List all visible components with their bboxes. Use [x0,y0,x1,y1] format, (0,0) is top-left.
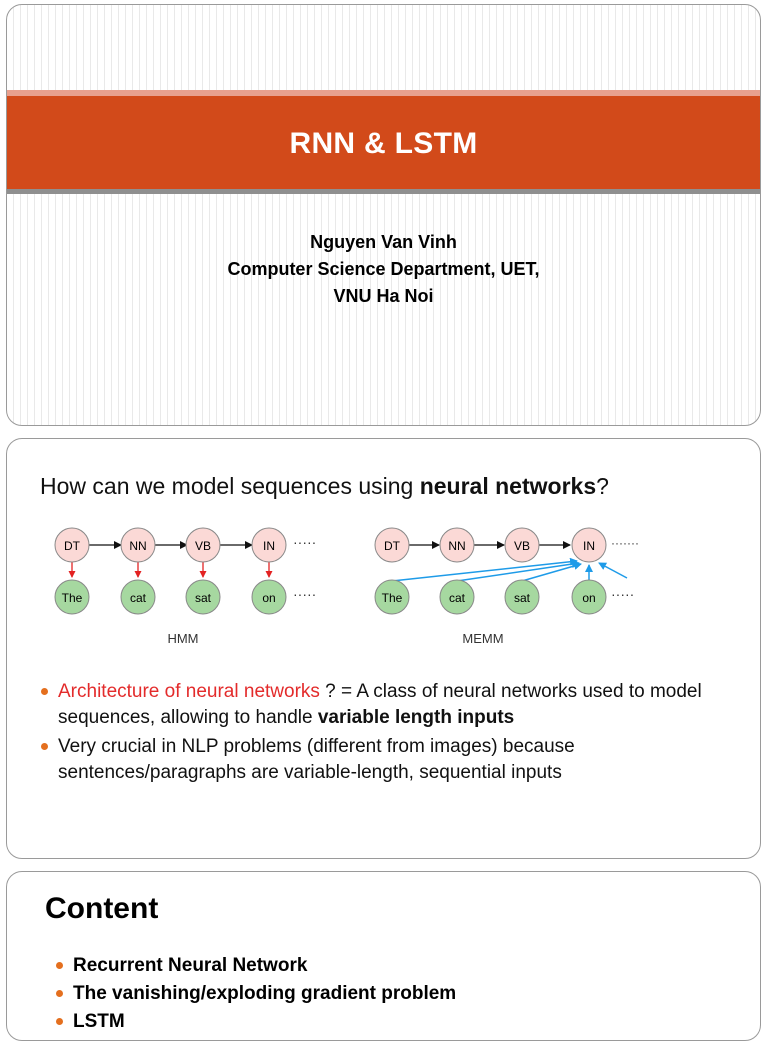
word-node: on [571,579,607,615]
word-label: The [62,591,83,605]
tag-node: IN [571,527,607,563]
word-node: on [251,579,287,615]
bullet-item: Architecture of neural networks ? = A cl… [41,679,730,731]
question-bold: neural networks [419,473,597,499]
tag-node: DT [54,527,90,563]
content-list: Recurrent Neural Network The vanishing/e… [56,952,456,1036]
hmm-diagram: DT NN VB IN The cat sat on ····· ····· H… [54,527,316,646]
tag-label: VB [514,539,530,553]
author-department: Computer Science Department, UET, [227,259,540,279]
word-node: The [374,579,410,615]
question-suffix: ? [596,473,609,499]
tag-node: VB [185,527,221,563]
tag-label: DT [64,539,81,553]
sequence-models-slide: How can we model sequences using neural … [6,438,761,859]
word-label: cat [449,591,466,605]
content-item: Recurrent Neural Network [56,952,456,980]
content-item: LSTM [56,1008,456,1036]
word-node: cat [439,579,475,615]
feature-arrow [391,557,578,582]
tag-node: NN [120,527,156,563]
memm-word-ellipsis: ····· [611,586,634,602]
author-name: Nguyen Van Vinh [310,232,457,252]
tag-label: NN [129,539,146,553]
word-label: sat [514,591,531,605]
bullet-item: Very crucial in NLP problems (different … [41,734,730,786]
hmm-word-ellipsis: ····· [293,586,316,602]
feature-arrow [521,562,582,582]
content-title: Content [45,892,159,925]
content-slide: Content Recurrent Neural Network The van… [6,871,761,1041]
slide-question: How can we model sequences using neural … [40,473,609,500]
bullet-text: ? = A class of neural networks used to m… [58,681,702,728]
tag-label: IN [583,539,595,553]
bullet-list: Architecture of neural networks ? = A cl… [41,679,730,789]
word-node: The [54,579,90,615]
tag-node: VB [504,527,540,563]
hmm-label: HMM [167,631,198,646]
author-university: VNU Ha Noi [333,286,434,306]
question-prefix: How can we model sequences using [40,473,420,499]
slide-title: RNN & LSTM [289,127,478,160]
word-node: sat [504,579,540,615]
title-bar [7,90,760,194]
tag-node: NN [439,527,475,563]
feature-arrow [456,560,580,582]
bullet-bold-text: variable length inputs [317,707,515,728]
memm-diagram: DT NN VB IN The cat sat on ······· ·····… [374,527,639,646]
tag-node: DT [374,527,410,563]
word-label: The [382,591,403,605]
hmm-tag-ellipsis: ····· [293,534,316,550]
tag-label: DT [384,539,401,553]
word-label: on [262,591,275,605]
tag-label: VB [195,539,211,553]
word-node: cat [120,579,156,615]
hmm-memm-diagram: DT NN VB IN The cat sat on ····· ····· H… [54,527,639,646]
tag-label: IN [263,539,275,553]
title-slide: RNN & LSTM Nguyen Van Vinh Computer Scie… [6,4,761,426]
word-label: sat [195,591,212,605]
memm-label: MEMM [462,631,503,646]
feature-arrow [598,562,628,579]
memm-tag-ellipsis: ······· [611,536,639,550]
word-node: sat [185,579,221,615]
bullet-text: Very crucial in NLP problems (different … [58,736,575,783]
author-block: Nguyen Van Vinh Computer Science Departm… [7,229,760,310]
bullet-red-text: Architecture of neural networks [58,681,320,702]
word-label: on [582,591,595,605]
tag-node: IN [251,527,287,563]
word-label: cat [130,591,147,605]
tag-label: NN [448,539,465,553]
content-item: The vanishing/exploding gradient problem [56,980,456,1008]
